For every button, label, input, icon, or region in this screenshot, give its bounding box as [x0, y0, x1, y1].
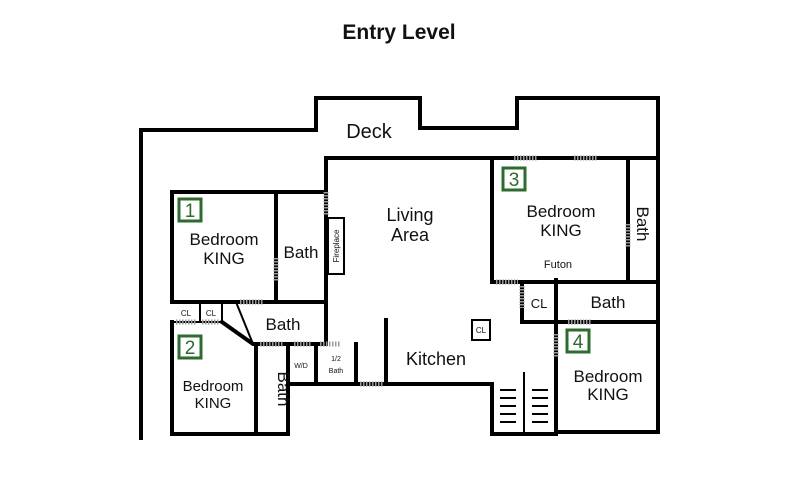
washer-dryer-label: W/D: [294, 363, 308, 370]
bedroom-1-badge: 1: [177, 197, 203, 223]
bedroom-2-label-line2: KING: [195, 395, 232, 412]
plan-title: Entry Level: [342, 21, 455, 44]
svg-text:1: 1: [185, 201, 196, 222]
bedroom-2-label-line1: Bedroom: [183, 378, 244, 395]
svg-text:3: 3: [509, 170, 520, 191]
exterior-walls: [139, 96, 660, 440]
kitchen-label: Kitchen: [406, 349, 466, 369]
half-bath-label-line2: Bath: [329, 368, 344, 375]
living-area-label-line2: Area: [391, 225, 430, 245]
half-bath-label-line1: 1/2: [331, 356, 341, 363]
bedroom-1-label-line2: KING: [203, 249, 245, 268]
svg-text:4: 4: [573, 332, 584, 353]
bedroom-4-label-line1: Bedroom: [574, 367, 643, 386]
stair-walls: [490, 372, 558, 436]
bedroom-3-badge: 3: [501, 166, 527, 192]
living-area-label-line1: Living: [386, 205, 433, 225]
kitchen-closet-label: CL: [476, 326, 487, 335]
bedroom-4-label-line2: KING: [587, 385, 629, 404]
closet-right-label: CL: [531, 296, 548, 311]
closet-a-label: CL: [181, 309, 192, 318]
bedroom-2-badge: 2: [177, 334, 203, 360]
bedroom-2-walls: [170, 320, 290, 436]
bedroom-4-badge: 4: [565, 328, 591, 354]
doorways: [176, 155, 631, 387]
bedroom-3-label-line1: Bedroom: [527, 202, 596, 221]
closet-b-label: CL: [206, 309, 217, 318]
svg-text:2: 2: [185, 338, 196, 359]
bath-1-label: Bath: [284, 243, 319, 262]
bath-3-label: Bath: [633, 207, 652, 242]
hall-bath-label: Bath: [266, 315, 301, 334]
kitchen-closet: [471, 319, 491, 341]
bedroom-1-label-line1: Bedroom: [190, 230, 259, 249]
deck-label: Deck: [346, 121, 393, 143]
bath-4-label: Bath: [591, 293, 626, 312]
stairs: [500, 389, 548, 423]
fireplace: [327, 217, 345, 275]
fireplace-label: Fireplace: [332, 229, 341, 262]
futon-label: Futon: [544, 259, 572, 271]
bedroom-3-label-line2: KING: [540, 221, 582, 240]
bath-2-label: Bath: [274, 372, 293, 407]
bedroom-1-walls: [170, 190, 328, 304]
